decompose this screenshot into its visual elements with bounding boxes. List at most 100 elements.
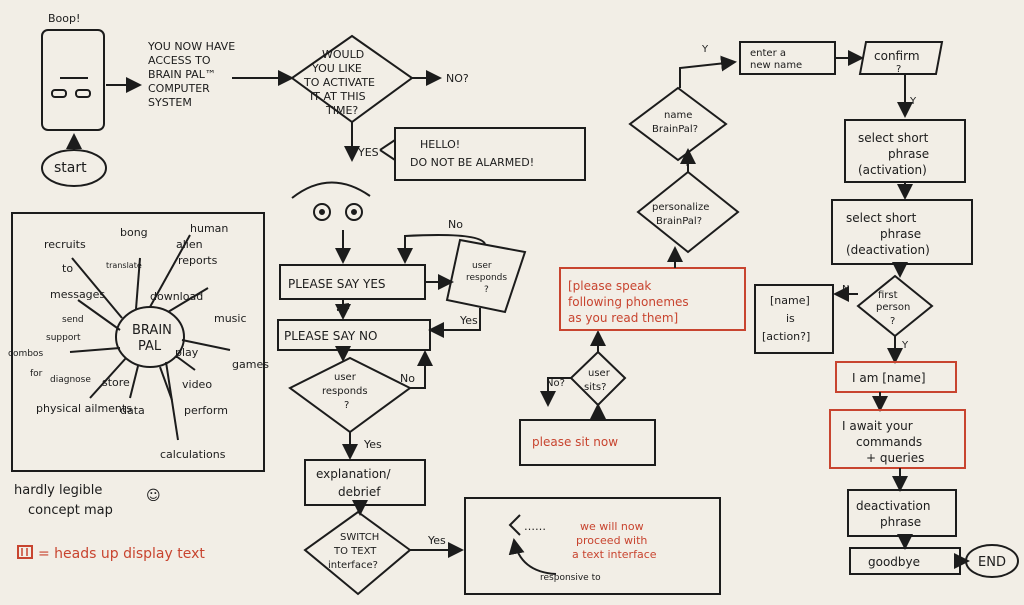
name-brainpal-decision [628,86,728,162]
select-deact-line-3: (deactivation) [846,243,930,257]
please-say-no-label: PLEASE SAY NO [284,329,377,343]
goodbye-label: goodbye [868,555,920,569]
cm-music: music [214,312,247,325]
select-deact-line-2: phrase [880,227,921,241]
select-act-line-3: (activation) [858,163,927,177]
name-is-line-1: [name] [770,294,810,307]
select-act-line-1: select short [858,131,929,145]
text-box-line-3: a text interface [572,548,657,561]
explanation-line-1: explanation/ [316,467,392,481]
select-act-line-2: phrase [888,147,929,161]
smiley-icon: ☺ [146,488,161,504]
activate-line-1: WOULD [322,48,364,61]
concept-map-frame [11,212,265,472]
no-q-label: NO? [446,72,469,85]
deactivation-line-1: deactivation [856,499,930,513]
access-line-4: COMPUTER [148,82,210,95]
cm-support: support [46,333,81,343]
activate-line-5: TIME? [325,104,358,117]
access-line-1: YOU NOW HAVE [147,40,235,53]
explanation-line-2: debrief [338,485,381,499]
name-is-line-2: is [786,312,795,325]
personalize-decision [636,170,740,254]
cm-games: games [232,358,269,371]
access-line-3: BRAIN PAL™ [148,68,216,81]
no-label-top: No [448,218,463,231]
enter-name-line-2: new name [750,60,802,71]
text-interface-box [464,497,721,595]
please-say-no-box [277,319,431,351]
await-line-1: I await your [842,419,913,433]
cm-play: play [175,346,199,359]
no-q-sits: No? [546,378,565,389]
y-label-5: Y [901,340,909,351]
await-line-2: commands [856,435,922,449]
text-box-line-2: proceed with [576,534,647,547]
cm-combos: combos [8,349,43,359]
concept-caption-1: hardly legible [14,483,102,498]
please-say-yes-label: PLEASE SAY YES [288,277,386,291]
access-line-2: ACCESS TO [148,54,211,67]
brainpal-center-line-1: BRAIN [132,323,172,338]
user-sits-line-2: sits? [584,382,606,393]
cm-calculations: calculations [160,448,226,461]
cm-recruits: recruits [44,238,86,251]
name-is-box [754,284,834,354]
first-person-line-2: person [876,302,910,313]
hello-line-2: DO NOT BE ALARMED! [410,156,534,169]
cm-alien: alien [176,238,203,251]
cm-data: data [120,404,145,417]
brainpal-center-line-2: PAL [138,339,162,354]
brainpal-device-icon [41,29,105,131]
please-speak-line-1: [please speak [568,279,651,293]
i-am-box [835,361,957,393]
access-line-5: SYSTEM [148,96,192,109]
cm-translate: translate [106,261,142,270]
cm-video: video [182,378,212,391]
cm-bong: bong [120,226,148,239]
i-am-label: I am [name] [852,371,926,385]
y-label-4: Y [909,96,917,107]
end-node [965,544,1019,578]
ur-bottom-1: user [334,372,357,383]
name-is-line-3: [action?] [762,330,810,343]
ellipsis-label: …… [524,520,546,533]
user-sits-line-1: user [588,368,611,379]
switch-to-text-decision [303,510,412,596]
y-label-3: Y [701,44,709,55]
activate-line-2: YOU LIKE [311,62,362,75]
first-person-line-1: first [878,290,898,301]
name-q-line-2: BrainPal? [652,124,698,135]
ur-bottom-2: responds [322,386,368,397]
legend-text: = heads up display text [38,546,205,562]
switch-line-2: TO TEXT [333,546,377,557]
ur-top-1: user [472,261,492,271]
yes-label-bottom: Yes [363,438,382,451]
activate-line-3: TO ACTIVATE [303,76,375,89]
y-label-2: Y [683,158,691,169]
deactivation-line-2: phrase [880,515,921,529]
please-sit-box [519,419,656,466]
start-label: start [54,160,87,176]
ur-top-3: ? [484,285,489,295]
name-q-line-1: name [664,110,692,121]
cm-for: for [30,369,43,379]
deactivation-box [847,489,957,537]
cm-diagnose: diagnose [50,375,91,385]
n-label: N [842,284,849,295]
please-speak-line-2: following phonemes [568,295,689,309]
end-label: END [978,555,1006,570]
await-box [829,409,966,469]
please-sit-label: please sit now [532,435,618,449]
responsive-to-label: responsive to [540,573,601,583]
please-speak-line-3: as you read them] [568,311,678,325]
confirm-box [858,41,944,75]
activate-line-4: IT AT THIS [310,90,366,103]
cm-store: store [102,376,130,389]
concept-caption-2: concept map [28,503,113,518]
cm-reports: reports [178,254,218,267]
cm-human: human [190,222,228,235]
enter-name-line-1: enter a [750,48,786,59]
personalize-line-1: personalize [652,202,709,213]
